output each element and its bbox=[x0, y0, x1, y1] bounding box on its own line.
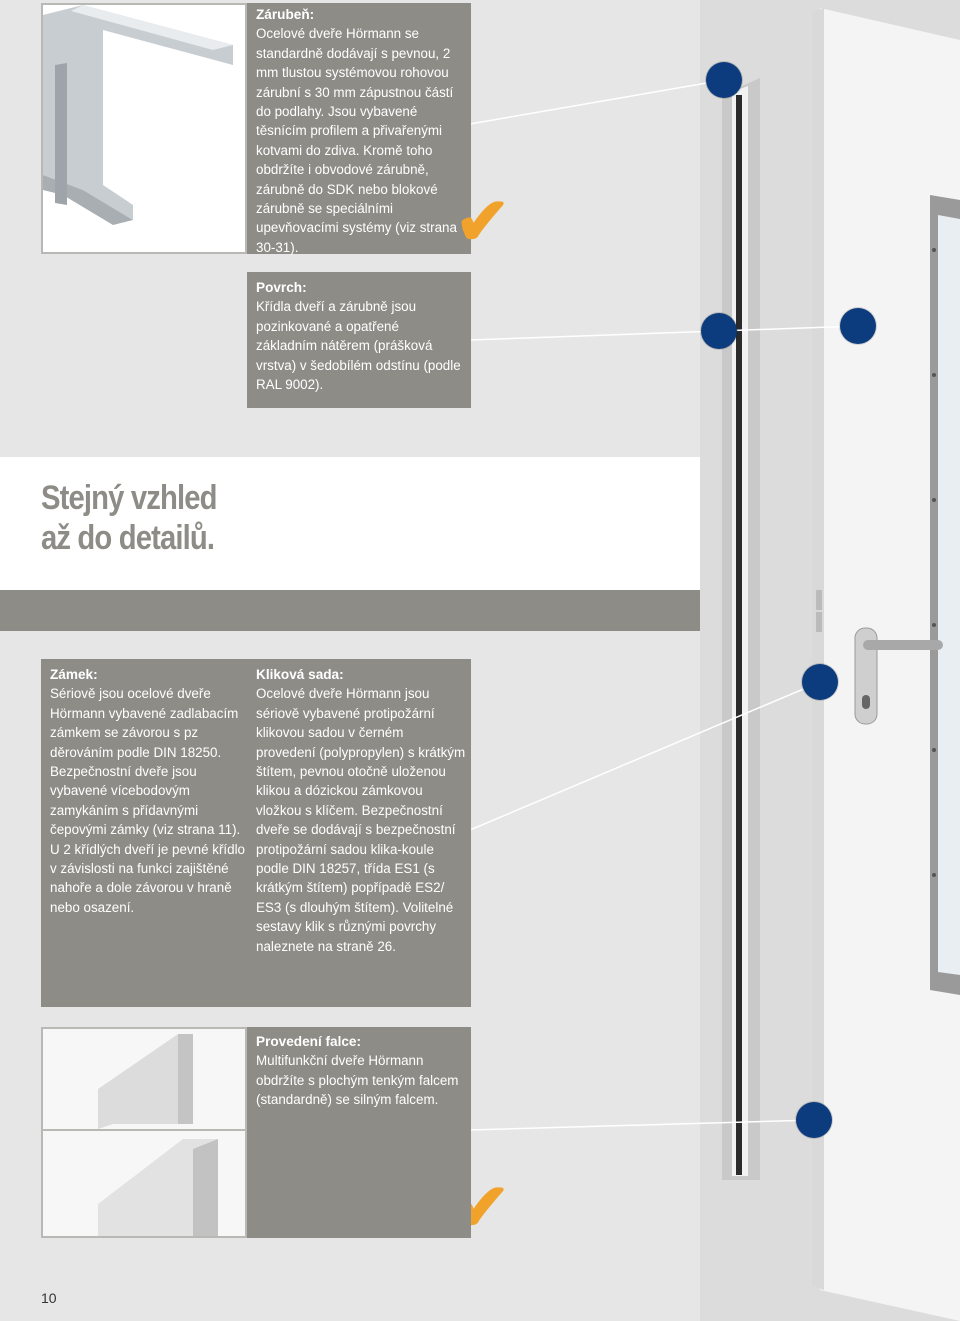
lock-handle-box: Zámek: Sériově jsou ocelové dveře Hörman… bbox=[41, 659, 471, 1007]
surface-title: Povrch: bbox=[256, 280, 307, 295]
surface-text: Křídla dveří a zárubně jsou pozinkované … bbox=[256, 299, 461, 393]
handle-column: Kliková sada: Ocelové dveře Hörmann jsou… bbox=[256, 665, 466, 956]
rebate-title: Provedení falce: bbox=[256, 1034, 362, 1049]
frame-profile-photo bbox=[41, 3, 247, 254]
lock-text: Sériově jsou ocelové dveře Hörmann vybav… bbox=[50, 686, 245, 915]
callout-dot-icon bbox=[701, 313, 737, 349]
frame-title: Zárubeň: bbox=[256, 7, 315, 22]
rebate-profile-photo bbox=[41, 1027, 247, 1238]
surface-info-box: Povrch: Křídla dveří a zárubně jsou pozi… bbox=[247, 272, 471, 408]
callout-dot-icon bbox=[802, 664, 838, 700]
page-headline: Stejný vzhled až do detailů. bbox=[41, 478, 218, 558]
headline-line-2: až do detailů. bbox=[41, 519, 215, 557]
lock-column: Zámek: Sériově jsou ocelové dveře Hörman… bbox=[50, 665, 246, 917]
headline-line-1: Stejný vzhled bbox=[41, 479, 218, 517]
lock-title: Zámek: bbox=[50, 667, 98, 682]
callout-dot-icon bbox=[796, 1102, 832, 1138]
handle-title: Kliková sada: bbox=[256, 667, 344, 682]
frame-text: Ocelové dveře Hörmann se standardně dodá… bbox=[256, 26, 457, 255]
rebate-text: Multifunkční dveře Hörmann obdržíte s pl… bbox=[256, 1053, 459, 1108]
callout-dot-icon bbox=[706, 62, 742, 98]
check-mark-icon: ✔ bbox=[455, 184, 511, 258]
frame-info-box: Zárubeň: Ocelové dveře Hörmann se standa… bbox=[247, 3, 471, 255]
callout-dot-icon bbox=[840, 308, 876, 344]
rebate-info-box: Provedení falce: Multifunkční dveře Hörm… bbox=[247, 1027, 471, 1238]
page-number: 10 bbox=[41, 1290, 57, 1306]
handle-text: Ocelové dveře Hörmann jsou sériově vybav… bbox=[256, 686, 466, 954]
